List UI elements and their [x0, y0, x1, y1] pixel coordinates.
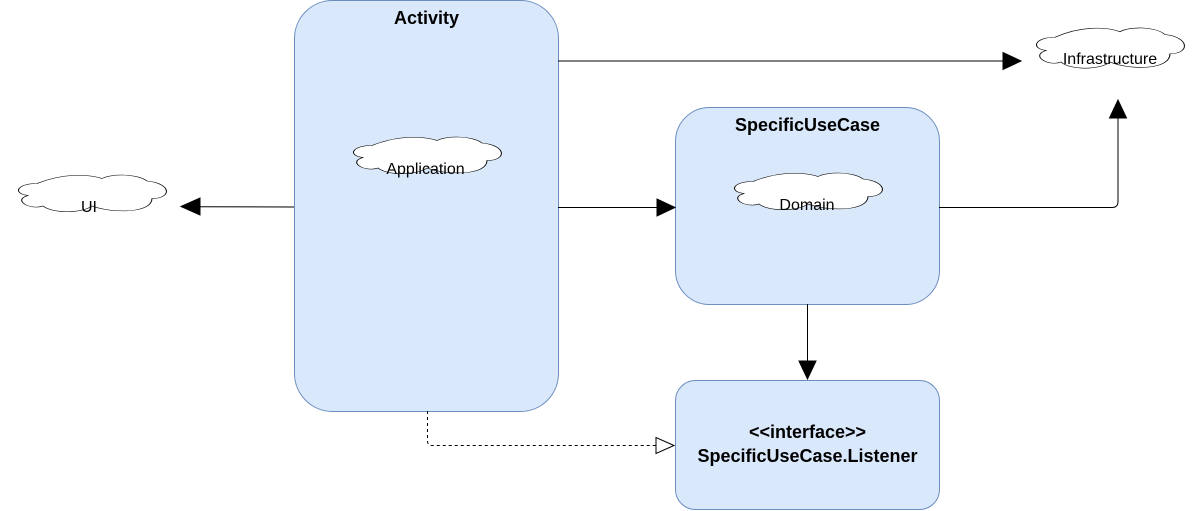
activity-box-shape [294, 0, 559, 412]
activity-box[interactable]: Activity [294, 0, 559, 412]
cloud-ui[interactable]: UI [17, 174, 167, 216]
activity-title: Activity [394, 8, 459, 28]
cloud-domain[interactable]: Domain [733, 172, 883, 214]
listener-stereotype: <<interface>> [749, 422, 866, 442]
edge-arrowhead [179, 197, 201, 216]
specific-use-case-title: SpecificUseCase [735, 115, 880, 135]
cloud-domain-label: Domain [779, 197, 834, 214]
cloud-infrastructure[interactable]: Infrastructure [1035, 27, 1185, 69]
edge-activity-to-infrastructure [558, 51, 1023, 71]
edge-open-arrowhead [655, 436, 676, 455]
specific-use-case-box[interactable]: SpecificUseCase [675, 107, 940, 305]
edge-arrowhead [1002, 51, 1023, 71]
cloud-application-label: Application [386, 161, 464, 178]
edge-activity-implements-listener [427, 411, 676, 455]
edge-activity-to-specific-use-case [558, 198, 677, 217]
listener-interface-box-shape [675, 380, 940, 510]
edge-specific-use-case-to-listener [798, 304, 817, 381]
listener-title: SpecificUseCase.Listener [697, 446, 917, 466]
cloud-ui-label: UI [81, 199, 97, 216]
edge-arrowhead [656, 198, 677, 217]
edge-activity-to-ui [179, 197, 295, 216]
cloud-infrastructure-label: Infrastructure [1063, 51, 1157, 68]
cloud-application[interactable]: Application [352, 136, 502, 178]
edge-arrowhead [798, 360, 817, 381]
edge-arrowhead [1108, 98, 1128, 119]
listener-interface-box[interactable]: <<interface>> SpecificUseCase.Listener [675, 380, 940, 510]
edge-specific-use-case-to-infrastructure [939, 98, 1128, 208]
